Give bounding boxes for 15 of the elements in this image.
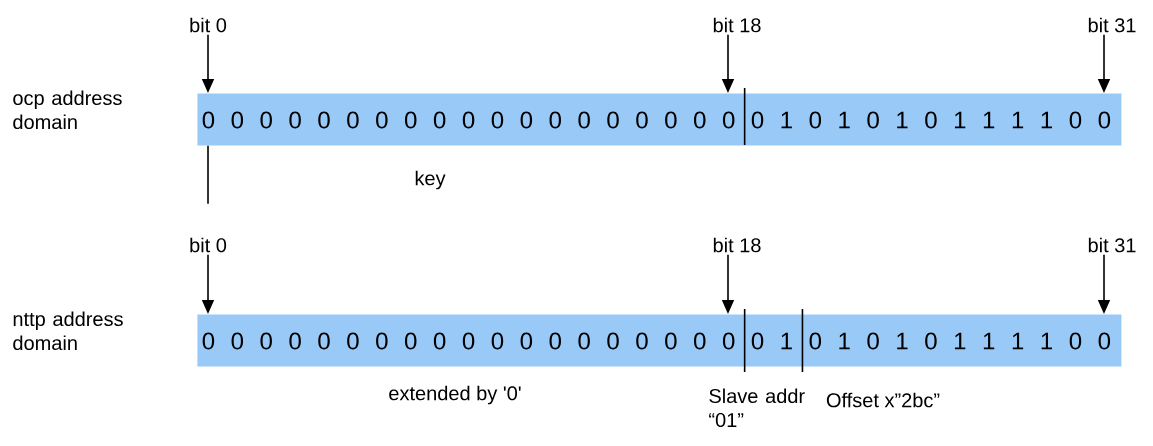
row-label: ocp address domain bbox=[13, 90, 122, 130]
bit-label: bit 0 bbox=[190, 17, 227, 33]
field-label: key bbox=[415, 170, 446, 190]
bit-label: bit 18 bbox=[713, 237, 761, 253]
bit-field-bar: 0 0 0 0 0 0 0 0 0 0 0 0 0 0 0 0 0 0 0 0 1 0 1 0 1 0 1 1 1 1 0 0 bbox=[197, 308, 1122, 373]
bit-label: bit 18 bbox=[713, 17, 761, 33]
bit-label: bit 31 bbox=[1088, 237, 1136, 253]
extension-line bbox=[207, 145, 209, 205]
row-label: nttp address domain bbox=[13, 311, 123, 351]
bit-label: bit 31 bbox=[1088, 17, 1136, 33]
bit-field-bar: 0 0 0 0 0 0 0 0 0 0 0 0 0 0 0 0 0 0 0 0 1 0 1 0 1 0 1 1 1 1 0 0 bbox=[197, 87, 1122, 146]
field-label: Offset x”2bc” bbox=[826, 392, 940, 408]
field-label: extended by '0' bbox=[389, 385, 521, 405]
bit-label: bit 0 bbox=[190, 237, 227, 253]
field-label: Slave addr “01” bbox=[709, 388, 805, 428]
